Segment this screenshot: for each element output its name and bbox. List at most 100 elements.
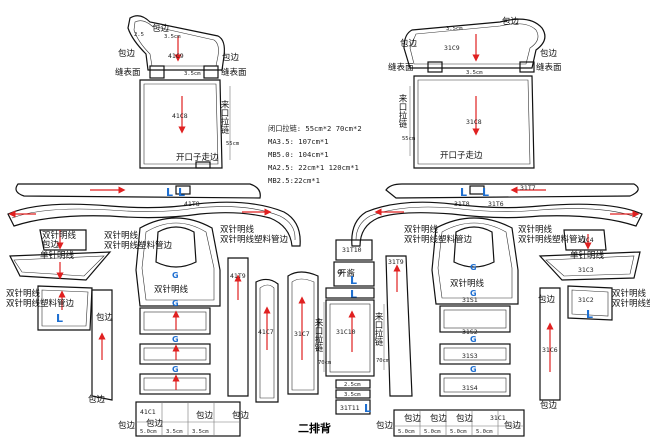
page-title: 二排背 xyxy=(298,421,331,435)
piece-label-31s1: 31S1 xyxy=(462,296,478,304)
label-shuangzhen-left-2: 双针明线 xyxy=(104,230,139,241)
dim-41c1-1: 5.0cm xyxy=(140,429,157,435)
label-shuangzhen-31-right: 双针明线 xyxy=(518,224,553,235)
dim-41c9-top: 3.5cm xyxy=(164,34,181,40)
label-feng-biaomian-left-2: 缝表面 xyxy=(221,67,247,78)
piece-41c7: 41C7 xyxy=(255,278,279,403)
piece-31c9: 31C9 包边 包边 包边 3.5cm 3.5cm xyxy=(400,16,558,76)
piece-left-lower: L xyxy=(37,285,93,331)
label-baobian-31c6-bottom: 包边 xyxy=(540,400,558,411)
label-suliao-left-3: 双针明线塑料管边 xyxy=(6,298,75,309)
label-55cm-right: 55cm xyxy=(402,136,416,142)
label-shuangzhen-31-left: 双针明线 xyxy=(404,224,439,235)
label-baobian-41c1-right: 包边 xyxy=(232,410,250,421)
piece-31c6: 31C6 包边 xyxy=(538,287,561,401)
piece-31t9: 31T9 来口拉链 70cm xyxy=(373,255,413,397)
zipper-notes: 闭口拉链: 55cm*2 70cm*2 MA3.5: 107cm*1 MB5.0… xyxy=(268,124,362,185)
dim-31c9-bottom: 3.5cm xyxy=(466,70,483,76)
label-laikou-center-2: 来口拉链 xyxy=(373,312,383,347)
piece-31c4: 31C4 xyxy=(563,229,607,251)
dim-31t11-b: 3.5cm xyxy=(344,392,361,398)
label-baobian-41c9-top: 包边 xyxy=(152,23,170,34)
label-shuangzhen-left-3: 双针明线 xyxy=(6,288,41,299)
label-baobian-31c1-3: 包边 xyxy=(456,413,474,424)
dim-31c1-4: 5.0cm xyxy=(476,429,493,435)
piece-label-31c9: 31C9 xyxy=(444,44,460,52)
note-2: MA3.5: 107cm*1 xyxy=(268,137,329,146)
piece-label-31c6: 31C6 xyxy=(542,346,558,354)
piece-31c10: 31C10 来口拉链 70cm xyxy=(313,299,375,377)
letter-g-31-1: G xyxy=(470,263,477,272)
piece-31c8: 31C8 开口子走边 来口拉链 55cm xyxy=(397,75,535,169)
label-kai-kouzi-left: 开口子走边 xyxy=(176,152,219,163)
letter-g-31-3: G xyxy=(470,335,477,344)
letter-l-strip-2: L xyxy=(178,186,185,199)
label-70cm-center: 70cm xyxy=(318,360,332,366)
piece-41t8: 41T8 xyxy=(7,200,301,247)
label-baobian-31c1-1: 包边 xyxy=(404,413,422,424)
piece-label-31s4: 31S4 xyxy=(462,384,478,392)
letter-l-31t11: L xyxy=(364,402,371,415)
strip-top-left: L L xyxy=(15,183,261,199)
label-shuangzhen-31-far: 双针明线 xyxy=(612,288,647,299)
piece-31t10: 31T10 开酱 L L xyxy=(325,239,375,301)
dim-31t11-a: 2.5cm xyxy=(344,382,361,388)
dim-31c9-top: 3.5cm xyxy=(446,26,463,32)
label-baobian-41c1-1: 包边 xyxy=(146,418,164,429)
piece-label-31t9: 31T9 xyxy=(388,258,404,266)
label-baobian-41c9-right: 包边 xyxy=(222,52,240,63)
piece-label-31t8: 31T8 xyxy=(454,200,470,208)
label-suliao-left-1: 包边 xyxy=(42,239,60,250)
label-shuangzhen-left-1: 双针明线 xyxy=(42,230,77,241)
piece-31c2: 31C2 L xyxy=(567,285,613,321)
strip-top-right: L L 31T7 xyxy=(385,183,639,199)
piece-left-tall-strip: 包边 xyxy=(91,289,114,401)
label-shuangzhen-41-center: 双针明线 xyxy=(154,284,189,295)
label-baobian-41c1-2: 包边 xyxy=(196,410,214,421)
label-suliao-41-right: 双针明线塑料管边 xyxy=(220,234,289,245)
piece-label-31s2: 31S2 xyxy=(462,328,478,336)
label-55cm-left: 55cm xyxy=(226,141,240,147)
label-suliao-31-far: 双针明线塑料管边 xyxy=(612,298,650,309)
note-4: MA2.5: 22cm*1 120cm*1 xyxy=(268,163,359,172)
piece-31-seat-back: G 双针明线 G xyxy=(431,217,519,305)
piece-label-31c2: 31C2 xyxy=(578,296,594,304)
dim-31c1-3: 5.0cm xyxy=(450,429,467,435)
label-laikou-right: 来口拉链 xyxy=(397,94,407,129)
label-kaijiang: 开酱 xyxy=(338,268,356,279)
piece-41-seat-stack: G G xyxy=(139,307,211,395)
piece-31t11: 2.5cm 3.5cm 31T11 L xyxy=(335,379,371,415)
letter-g-41-4: G xyxy=(172,365,179,374)
label-baobian-41c9-left: 包边 xyxy=(118,48,136,59)
piece-41t9: 41T9 xyxy=(227,257,249,397)
piece-label-31c3: 31C3 xyxy=(578,266,594,274)
piece-label-41c7: 41C7 xyxy=(258,328,274,336)
label-shuangzhen-31-center: 双针明线 xyxy=(450,278,485,289)
letter-g-41-2: G xyxy=(172,299,179,308)
label-laikou-left: 来口拉链 xyxy=(219,100,229,135)
label-baobian-31c9-top: 包边 xyxy=(502,16,520,27)
letter-g-41-1: G xyxy=(172,271,179,280)
piece-31c7: 31C7 xyxy=(287,271,319,395)
label-suliao-31-right: 双针明线塑料管边 xyxy=(518,234,587,245)
label-baobian-31c1-2: 包边 xyxy=(430,413,448,424)
dim-41c9-bottom: 3.5cm xyxy=(184,71,201,77)
label-kai-kouzi-right: 开口子走边 xyxy=(440,150,483,161)
label-danzhen-right: 单针明线 xyxy=(570,250,605,261)
piece-label-31t7: 31T7 xyxy=(520,184,536,192)
label-suliao-31-left: 双针明线塑料管边 xyxy=(404,234,473,245)
piece-31c3: 单针明线 31C3 xyxy=(538,250,641,281)
letter-g-31-2: G xyxy=(470,289,477,298)
piece-label-31c10: 31C10 xyxy=(336,328,356,336)
label-baobian-bottom-left: 包边 xyxy=(88,394,106,405)
label-danzhen-left: 单针明线 xyxy=(40,250,75,261)
piece-41c1: 41C1 包边 包边 5.0cm 3.5cm 3.5cm xyxy=(135,401,241,437)
dim-41c9-side: 2.5 xyxy=(134,32,144,38)
label-baobian-31c1-right: 包边 xyxy=(504,420,522,431)
piece-label-41c1: 41C1 xyxy=(140,408,156,416)
label-70cm-center-2: 70cm xyxy=(376,358,390,364)
letter-g-31-4: G xyxy=(470,365,477,374)
label-feng-biaomian-left-1: 缝表面 xyxy=(115,67,141,78)
label-feng-biaomian-right-1: 缝表面 xyxy=(388,62,414,73)
